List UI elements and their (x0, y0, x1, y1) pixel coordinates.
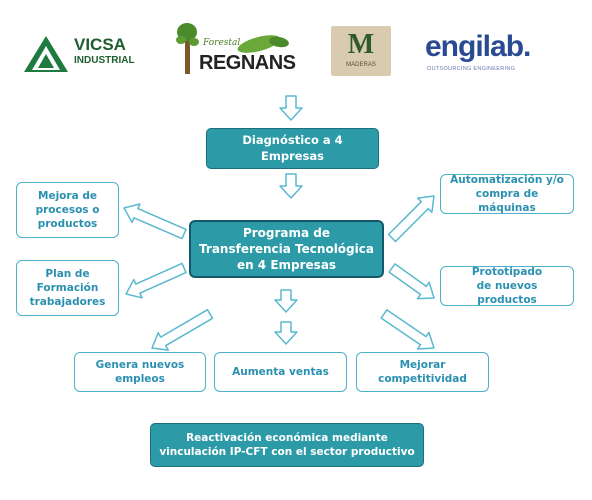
vicsa-subtitle: INDUSTRIAL (74, 55, 135, 66)
competitividad-box: Mejorar competitividad (356, 352, 489, 392)
engilab-name: engilab. (425, 30, 531, 63)
diagnostico-box: Diagnóstico a 4 Empresas (206, 128, 379, 169)
arrow-to-ventas (274, 321, 298, 345)
arrow-to-automatizacion (387, 195, 435, 243)
engilab-logo: engilab. OUTSOURCING ENGINEERING (425, 30, 555, 78)
third-logo-mark: M (347, 29, 375, 60)
empleos-text: Genera nuevos empleos (95, 358, 185, 385)
third-company-logo: M MADERAS (331, 26, 391, 76)
engilab-tagline: OUTSOURCING ENGINEERING (427, 66, 516, 72)
plan-text: Plan de Formación trabajadores (29, 267, 106, 309)
leaves-icon (237, 35, 289, 53)
competitividad-text: Mejorar competitividad (378, 358, 467, 385)
arrow-to-plan (125, 262, 187, 299)
programa-box: Programa de Transferencia Tecnológica en… (189, 220, 384, 278)
vicsa-triangle-icon (24, 36, 68, 72)
arrow-diagnostico-to-programa (279, 173, 303, 199)
mejora-box: Mejora de procesos o productos (16, 182, 119, 238)
third-logo-caption: MADERAS (346, 62, 376, 68)
vicsa-name: VICSA (74, 35, 126, 54)
ventas-text: Aumenta ventas (232, 365, 329, 378)
mejora-text: Mejora de procesos o productos (35, 189, 100, 231)
vicsa-logo: VICSA INDUSTRIAL (22, 32, 162, 76)
diagnostico-text: Diagnóstico a 4 Empresas (242, 132, 343, 163)
reactivacion-text: Reactivación económica mediante vinculac… (159, 431, 415, 458)
regnans-small: Forestal (203, 38, 241, 48)
arrow-to-empleos (151, 308, 214, 351)
prototipado-text: Prototipado de nuevos productos (471, 265, 543, 307)
plan-box: Plan de Formación trabajadores (16, 260, 119, 316)
arrow-programa-down (274, 289, 298, 313)
arrow-to-competitividad (380, 309, 435, 350)
tree-icon (176, 23, 199, 74)
arrow-to-mejora (123, 203, 187, 240)
empleos-box: Genera nuevos empleos (74, 352, 206, 392)
programa-text: Programa de Transferencia Tecnológica en… (199, 225, 374, 273)
regnans-name: REGNANS (199, 52, 296, 74)
automatizacion-box: Automatización y/o compra de máquinas (440, 174, 574, 214)
reactivacion-box: Reactivación económica mediante vinculac… (150, 423, 424, 467)
arrow-to-prototipado (388, 263, 435, 300)
regnans-logo: Forestal REGNANS (175, 22, 296, 78)
ventas-box: Aumenta ventas (214, 352, 347, 392)
arrow-logos-to-diagnostico (279, 95, 303, 121)
prototipado-box: Prototipado de nuevos productos (440, 266, 574, 306)
automatizacion-text: Automatización y/o compra de máquinas (450, 173, 564, 215)
